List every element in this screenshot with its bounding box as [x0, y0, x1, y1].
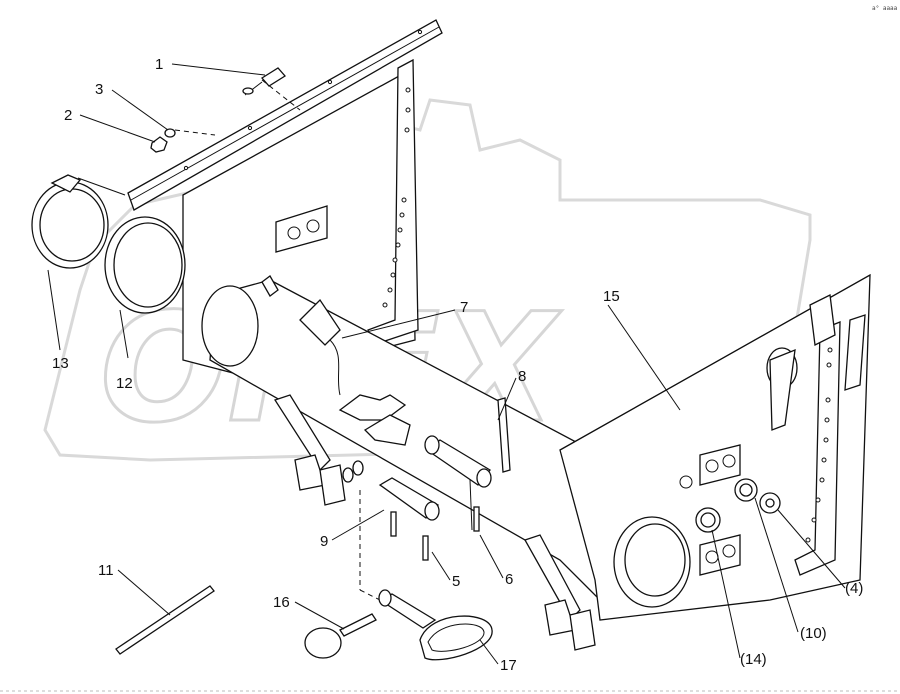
- callout-2: 2: [64, 107, 72, 124]
- callout-5: 5: [452, 573, 460, 590]
- sleeve-12: [104, 216, 186, 314]
- callout-8: 8: [518, 368, 526, 385]
- callout-9: 9: [320, 533, 328, 550]
- upper-bracket-7: [299, 298, 341, 396]
- callout-12: 12: [116, 375, 133, 392]
- pin-part-9: [378, 477, 440, 521]
- main-beam: [201, 275, 611, 602]
- callout-16: 16: [273, 594, 290, 611]
- lower-right-leg: [524, 534, 596, 651]
- washer-4: [759, 492, 781, 514]
- top-angle-bar: [127, 19, 443, 211]
- callout-13: 13: [52, 355, 69, 372]
- latch-brackets: [338, 394, 411, 446]
- linch-pin-16: [304, 613, 377, 659]
- corner-code: a° aaaa: [872, 5, 898, 12]
- callout-17: 17: [500, 657, 517, 674]
- lower-left-leg: [274, 394, 364, 506]
- right-slotted-hanger: [769, 294, 866, 576]
- bushing-10: [734, 478, 758, 502]
- nut-washer-parts-2-3: [150, 128, 216, 153]
- callout-1: 1: [155, 56, 163, 73]
- callout-6: 6: [505, 571, 513, 588]
- bolt-part-1: [242, 67, 301, 111]
- hose-clamp-13: [31, 174, 126, 269]
- callout-10: (10): [800, 625, 827, 642]
- pin-part-8: [424, 397, 511, 531]
- callout-11: 11: [98, 562, 114, 579]
- bushing-14: [695, 507, 721, 533]
- callout-15: 15: [603, 288, 620, 305]
- leader-lines: [47, 63, 846, 665]
- callout-3: 3: [95, 81, 103, 98]
- handle-pin-17: [378, 589, 493, 661]
- callout-4: (4): [845, 580, 863, 597]
- left-slotted-hanger: [367, 58, 419, 346]
- rod-part-11: [115, 585, 215, 655]
- callout-7: 7: [460, 299, 468, 316]
- callout-14: (14): [740, 651, 767, 668]
- spring-pins-5-6: [359, 490, 480, 601]
